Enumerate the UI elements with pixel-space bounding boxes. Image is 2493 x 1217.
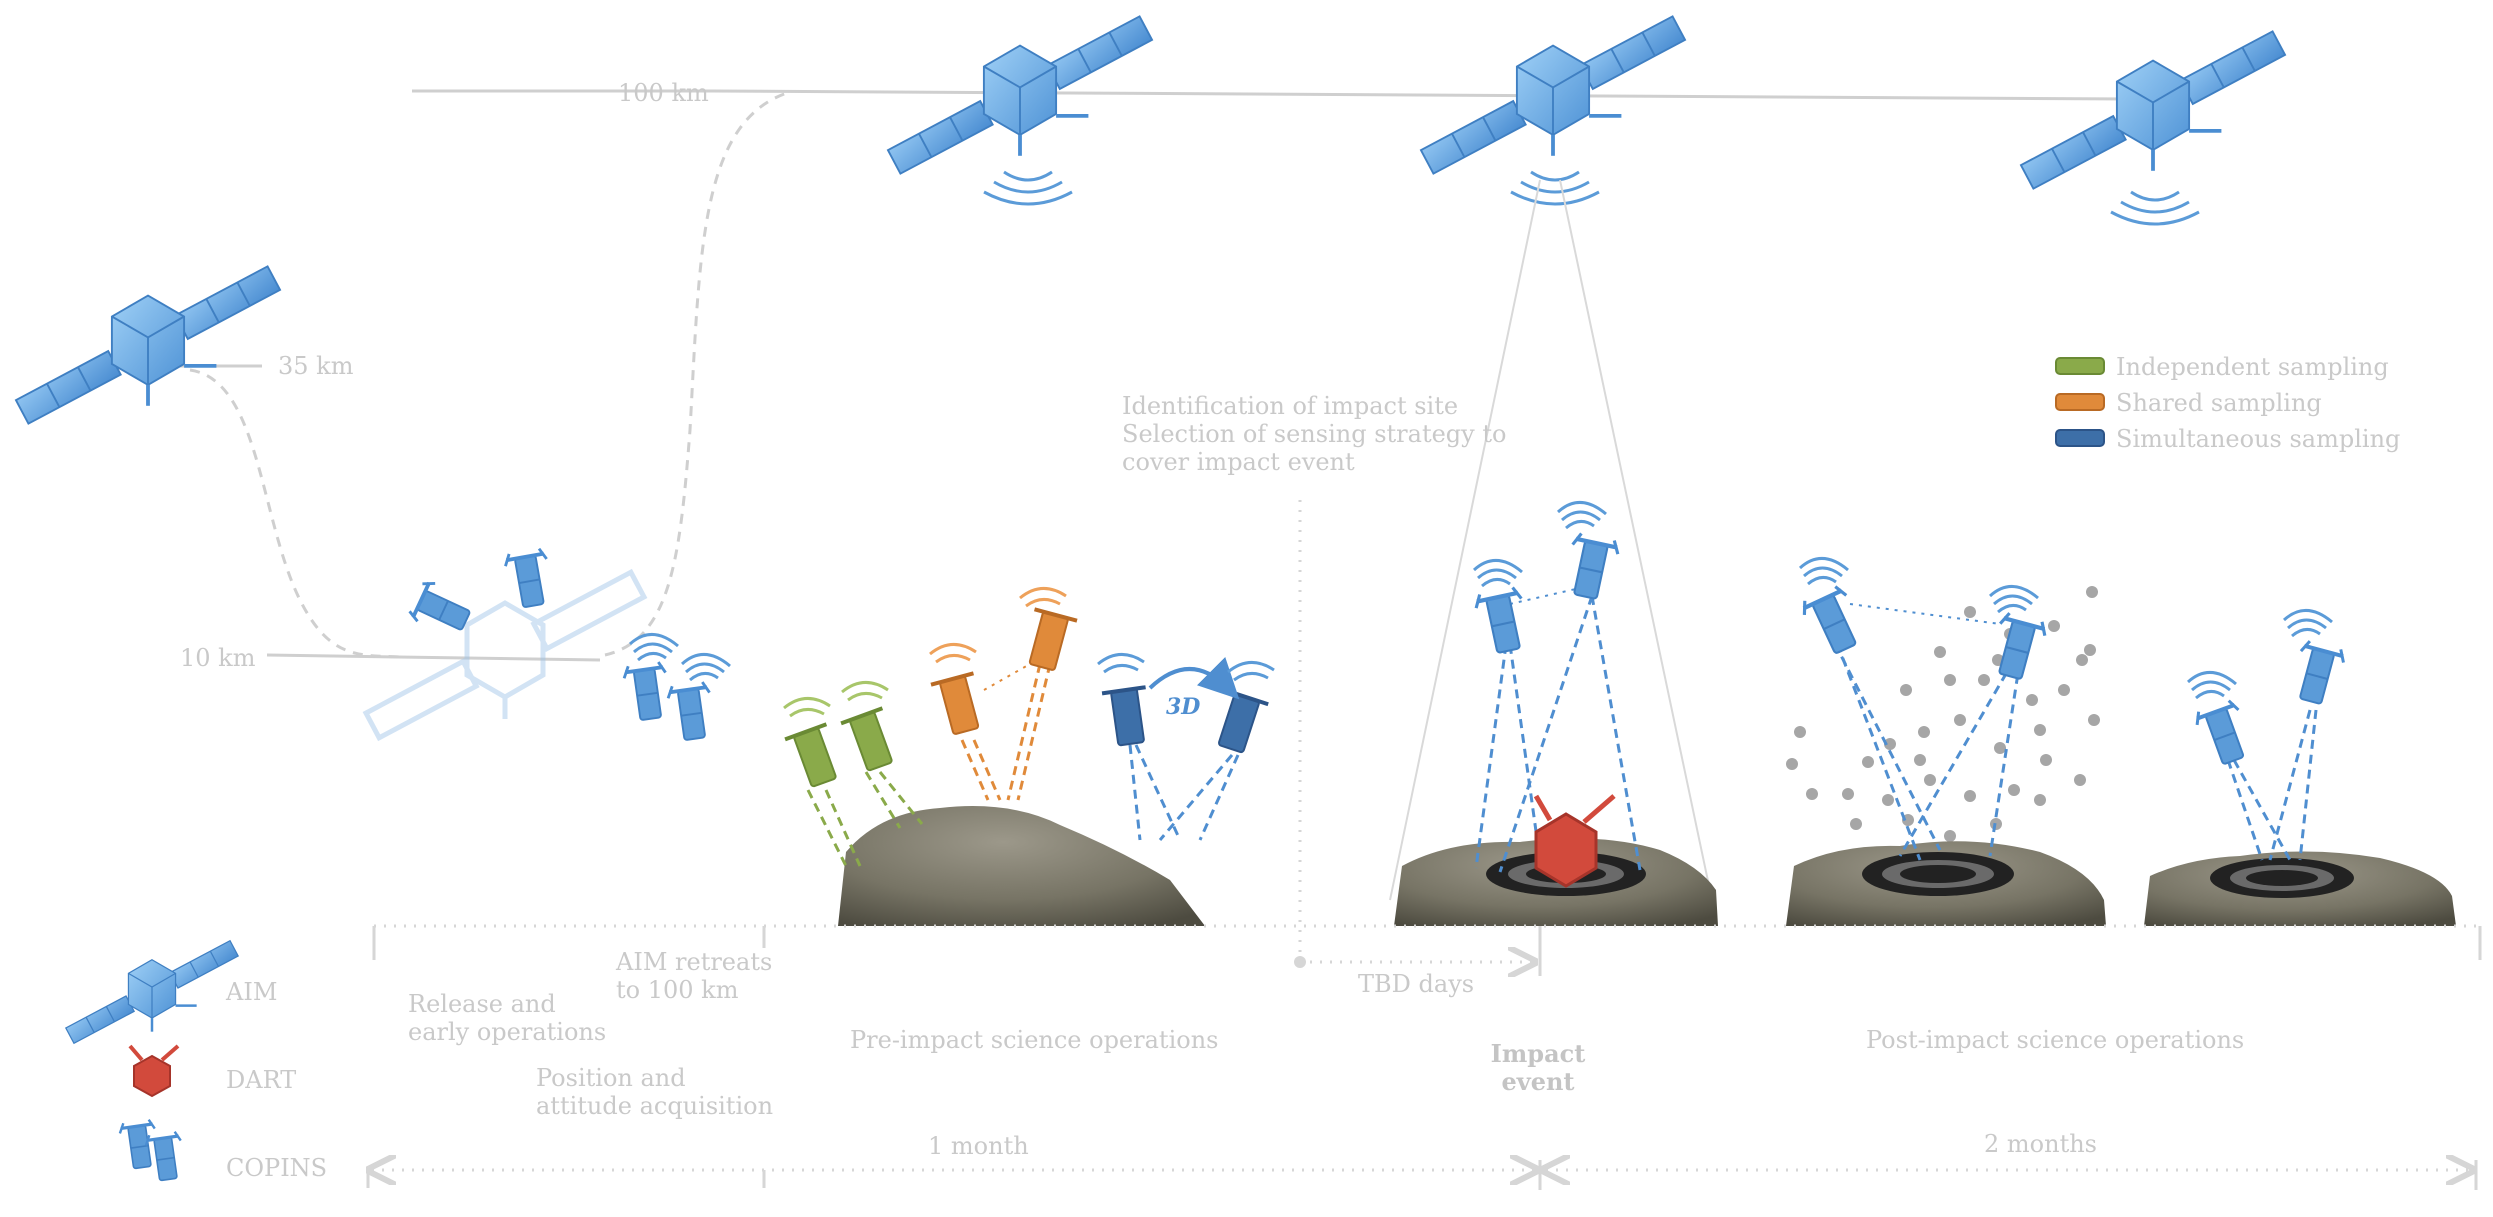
copins-green-icon: [840, 706, 893, 772]
legend-aim-label: AIM: [225, 978, 277, 1006]
legend-dart-label: DART: [226, 1066, 296, 1094]
aim-release-ghost-icon: [362, 568, 648, 742]
copins-cubesat-icon: [2287, 637, 2349, 709]
position-line-2: attitude acquisition: [536, 1092, 773, 1120]
craft-legend: AIM DART COPINS: [64, 939, 327, 1184]
impact-cone: [1389, 179, 1713, 901]
copins-cubesat-icon: [501, 545, 557, 612]
green-waves-icon: [783, 681, 889, 718]
legend-swatch-simultaneous: [2055, 429, 2105, 447]
copins-cubesat-icon: [1563, 532, 1621, 601]
post-impact-label: Post-impact science operations: [1866, 1026, 2244, 1054]
copins-cubesat-icon: [116, 1117, 162, 1172]
signal-waves-icon: [1472, 558, 1524, 588]
copins-darkblue-icon: [1101, 685, 1146, 747]
copins-darkblue-icon: [1218, 688, 1269, 754]
asteroid-post-impact-2: [2144, 851, 2456, 926]
copins-cubesat-icon: [142, 1129, 188, 1184]
copins-cubesat-icon: [1799, 584, 1867, 659]
aim-satellite-icon: [2019, 29, 2287, 191]
signal-waves-icon: [1509, 170, 1601, 206]
aim-retreats-line-2: to 100 km: [616, 976, 739, 1004]
copins-cubesat-icon: [620, 659, 674, 724]
signal-waves-icon: [680, 652, 732, 682]
signal-waves-icon: [982, 170, 1074, 206]
simultaneous-sampling-group: 3D: [1097, 653, 1275, 841]
identification-line-3: cover impact event: [1122, 448, 1355, 476]
altitude-100km-label: 100 km: [618, 79, 709, 107]
dart-impactor-icon: [128, 1044, 180, 1098]
copins-cubesat-icon: [664, 679, 718, 744]
sampling-legend: Independent sampling Shared sampling Sim…: [2055, 353, 2400, 453]
legend-swatch-independent: [2055, 357, 2105, 375]
asteroid-post-impact-1: [1786, 841, 2106, 926]
aim-retreats-line-1: AIM retreats: [615, 948, 772, 976]
signal-waves-icon: [1556, 500, 1608, 530]
signal-waves-icon: [1988, 584, 2040, 614]
signal-waves-icon: [1798, 556, 1850, 586]
legend-simultaneous-label: Simultaneous sampling: [2116, 425, 2400, 453]
aim-satellite-icon: [14, 264, 282, 426]
signal-waves-icon: [2186, 670, 2238, 700]
position-line-1: Position and: [536, 1064, 686, 1092]
release-line-1: Release and: [408, 990, 556, 1018]
altitude-10km-label: 10 km: [180, 644, 256, 672]
signal-waves-icon: [628, 632, 680, 662]
dart-impactor-icon: [1533, 794, 1616, 888]
3d-label: 3D: [1166, 694, 1200, 720]
shared-sampling-group: [929, 587, 1078, 801]
legend-swatch-shared: [2055, 393, 2105, 411]
identification-line-2: Selection of sensing strategy to: [1122, 420, 1506, 448]
post-impact-copins-2: [2186, 608, 2349, 861]
legend-shared-label: Shared sampling: [2116, 389, 2322, 417]
aim-satellite-icon: [64, 939, 240, 1045]
legend-copins-label: COPINS: [226, 1154, 327, 1182]
independent-sampling-group: [783, 681, 924, 867]
one-month-label: 1 month: [928, 1132, 1029, 1160]
aim-satellite-icon: [886, 14, 1154, 176]
asteroid-pre-impact: [838, 806, 1205, 926]
impact-line-2: event: [1501, 1067, 1574, 1096]
signal-waves-icon: [2282, 608, 2334, 638]
blue-waves-icon: [1097, 653, 1275, 682]
identification-line-1: Identification of impact site: [1122, 392, 1458, 420]
tbd-days-label: TBD days: [1358, 970, 1474, 998]
impact-line-1: Impact: [1491, 1039, 1586, 1068]
3d-arrow-icon: [1148, 656, 1240, 700]
copins-cubesat-icon: [1474, 586, 1532, 655]
copins-orange-icon: [1028, 607, 1078, 671]
copins-cubesat-icon: [1988, 612, 2048, 683]
legend-independent-label: Independent sampling: [2116, 353, 2389, 381]
copins-green-icon: [784, 722, 837, 788]
release-line-2: early operations: [408, 1018, 606, 1046]
pre-impact-label: Pre-impact science operations: [850, 1026, 1218, 1054]
signal-waves-icon: [2109, 190, 2201, 226]
two-months-label: 2 months: [1984, 1130, 2097, 1158]
copins-cubesat-icon: [2191, 696, 2257, 771]
orbit-lines: [180, 89, 2131, 662]
impact-copins: [1472, 500, 1642, 873]
altitude-35km-label: 35 km: [278, 352, 354, 380]
timeline: [368, 924, 2482, 1190]
copins-orange-icon: [930, 671, 980, 735]
post-impact-copins-1: [1798, 556, 2048, 861]
orange-waves-icon: [929, 587, 1067, 664]
